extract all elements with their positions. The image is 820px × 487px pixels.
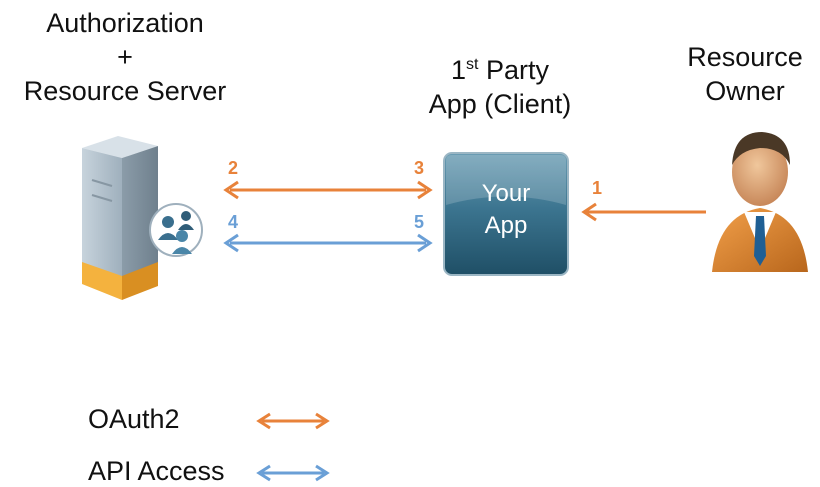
oauth-arrow-owner-app — [581, 202, 706, 222]
legend-oauth-arrow — [256, 412, 330, 430]
legend-api-arrow — [256, 464, 330, 482]
client-label-party: Party — [478, 55, 549, 85]
your-app-line2: App — [484, 212, 528, 239]
api-arrow-server-app — [223, 233, 433, 253]
step-1: 1 — [592, 178, 603, 198]
legend-oauth-label: OAuth2 — [88, 404, 180, 434]
server-icon — [82, 136, 158, 300]
owner-label: Resource Owner — [665, 40, 820, 108]
server-label-line3: Resource Server — [23, 76, 227, 106]
legend-api-label: API Access — [88, 456, 225, 486]
step-4: 4 — [228, 212, 239, 232]
oauth-arrow-server-app — [223, 180, 433, 200]
step-5: 5 — [414, 212, 425, 232]
client-label-ordinal: st — [466, 56, 479, 73]
owner-label-line2: Owner — [705, 76, 785, 106]
client-label-number: 1 — [450, 55, 467, 85]
step-3: 3 — [414, 158, 425, 178]
your-app-box — [443, 152, 569, 276]
person-icon — [712, 132, 808, 272]
client-label: 1st Party App (Client) — [395, 48, 605, 121]
server-label-line1: Authorization — [46, 8, 204, 38]
step-2: 2 — [228, 158, 239, 178]
server-label: Authorization + Resource Server — [0, 6, 250, 108]
your-app-label: Your App — [444, 178, 568, 242]
users-badge-icon — [149, 203, 203, 257]
your-app-line1: Your — [481, 180, 531, 207]
client-label-line2: App (Client) — [428, 89, 572, 119]
client-label-line1: 1st Party — [395, 48, 605, 87]
server-label-line2: + — [117, 42, 133, 72]
owner-label-line1: Resource — [687, 42, 803, 72]
